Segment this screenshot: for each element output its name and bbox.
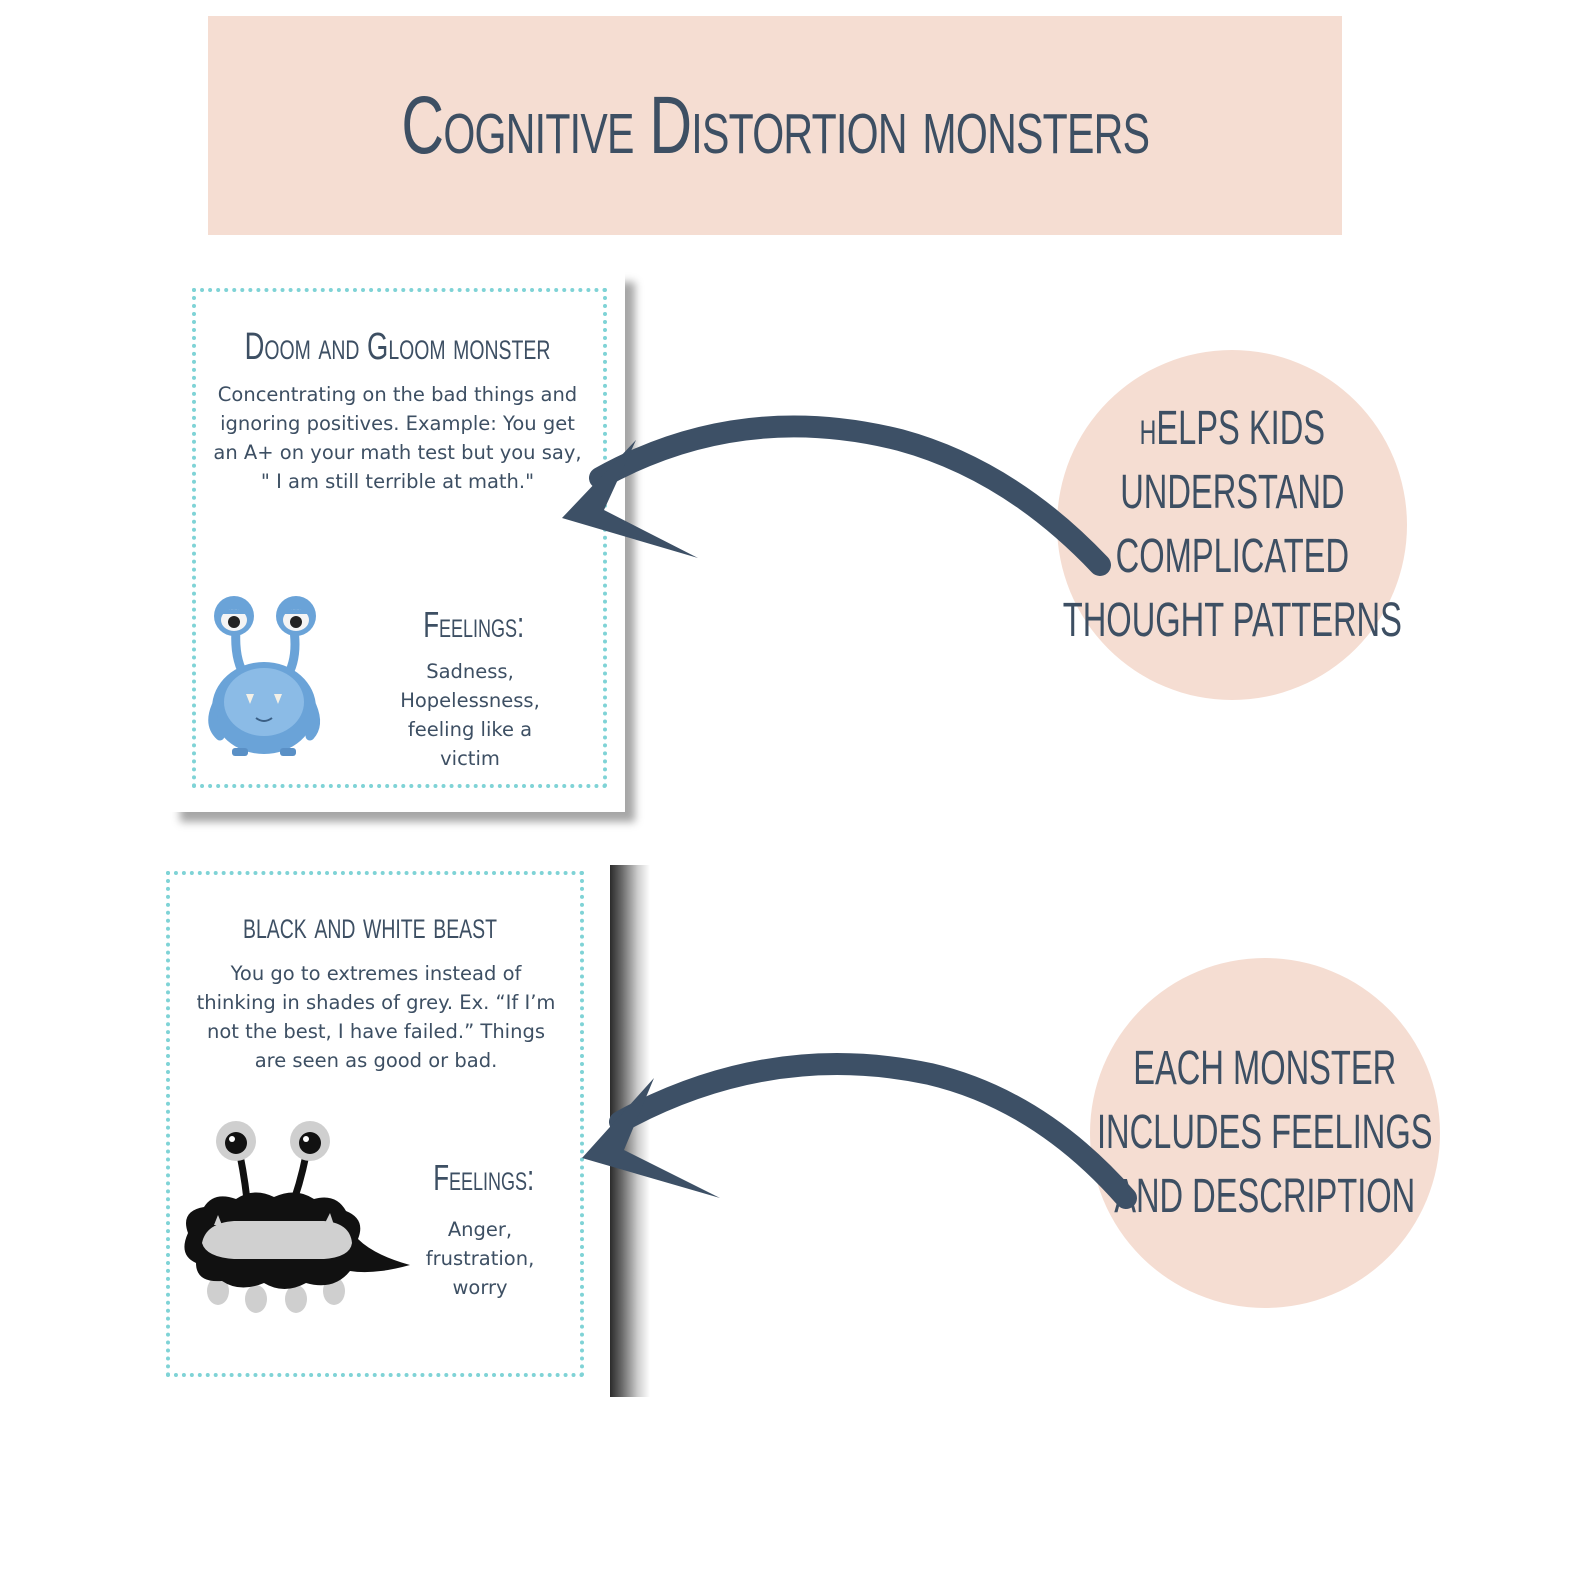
card-description: You go to extremes instead of thinking i… <box>196 962 556 1072</box>
callout-text: hELPS KIDS UNDERSTAND COMPLICATED THOUGH… <box>1062 397 1401 653</box>
callout-text: EACH MONSTER INCLUDES FEELINGS AND DESCR… <box>1097 1037 1433 1229</box>
curved-arrow-bottom <box>582 1053 1137 1209</box>
feelings-heading: Feelings: <box>433 1157 535 1198</box>
monster-card-black-white: black and white beast You go to extremes… <box>160 865 608 1397</box>
callout-line: THOUGHT PATTERNS <box>1062 594 1402 647</box>
card-title: Doom and Gloom monster <box>244 326 551 368</box>
card-description: Concentrating on the bad things and igno… <box>213 383 582 493</box>
feelings-heading: Feelings: <box>423 604 525 645</box>
feelings-list: Sadness, Hopelessness, feeling like a vi… <box>400 660 540 770</box>
curved-arrow-top <box>562 415 1111 576</box>
callout-line: INCLUDES FEELINGS <box>1097 1106 1433 1159</box>
callout-line: hELPS KIDS <box>1139 402 1325 455</box>
callout-circle-helps-kids: hELPS KIDS UNDERSTAND COMPLICATED THOUGH… <box>1057 350 1407 700</box>
card-shadow-edge <box>610 865 650 1397</box>
callout-circle-each-monster: EACH MONSTER INCLUDES FEELINGS AND DESCR… <box>1090 958 1440 1308</box>
card-title: black and white beast <box>243 905 497 947</box>
blue-monster-icon <box>208 596 320 756</box>
title-banner: Cognitive Distortion monsters <box>208 16 1342 235</box>
callout-line: COMPLICATED <box>1115 530 1349 583</box>
callout-line: EACH MONSTER <box>1133 1042 1397 1095</box>
callout-line: AND DESCRIPTION <box>1114 1170 1416 1223</box>
monster-card-doom-gloom: Doom and Gloom monster Concentrating on … <box>170 272 625 812</box>
feelings-list: Anger, frustration, worry <box>425 1218 535 1299</box>
page-title: Cognitive Distortion monsters <box>401 79 1150 171</box>
callout-line: UNDERSTAND <box>1119 466 1345 519</box>
black-white-monster-icon <box>184 1121 410 1313</box>
